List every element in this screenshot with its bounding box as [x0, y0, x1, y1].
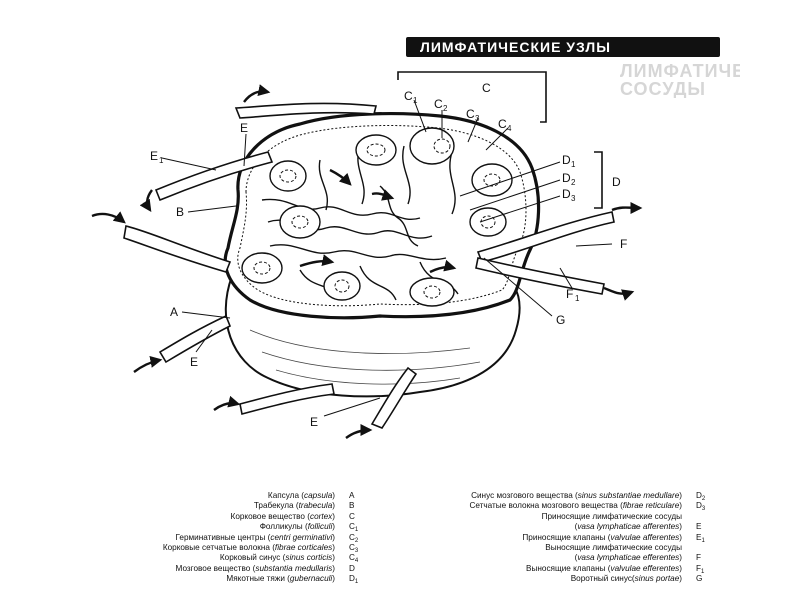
- label-c3: C: [466, 107, 475, 121]
- label-c: C: [482, 81, 491, 95]
- bracket-c: [397, 71, 547, 123]
- legend-row: Корковый синус (sinus corticis) C4: [219, 553, 359, 565]
- subcapsular-sinus: [237, 125, 527, 307]
- legend-row: Мякотные тяжи (gubernaculi) D1: [226, 574, 359, 586]
- label-c4: C: [498, 117, 507, 131]
- label-e1-top: E: [150, 149, 158, 163]
- legend-row: Капсула (capsula) A: [267, 491, 355, 500]
- label-c1-sub: 1: [413, 96, 418, 105]
- faded-heading-line-1: ЛИМФАТИЧЕСКИЕ: [620, 62, 740, 80]
- label-b: B: [176, 205, 184, 219]
- label-e1-top-sub: 1: [159, 156, 164, 165]
- label-e-bottom: E: [310, 415, 318, 429]
- capsule-texture: [249, 329, 481, 385]
- diagram-letters: C C 1 C 2 C 3 C 4 D 1 D 2 D 3 D E E 1 B …: [150, 81, 627, 429]
- title-banner: ЛИМФАТИЧЕСКИЕ УЗЛЫ: [406, 37, 720, 57]
- afferent-vessels: [123, 102, 418, 429]
- faded-heading-line-2: СОСУДЫ: [620, 80, 707, 98]
- leader-lines: [161, 99, 613, 417]
- germinal-centres: [253, 138, 501, 299]
- legend-row: (vasa lymphaticae afferentes) E: [574, 522, 702, 532]
- legend-left: Капсула (capsula) A Трабекула (trabecula…: [110, 491, 373, 585]
- legend-row: Сетчатые волокна мозгового вещества (fib…: [469, 501, 706, 513]
- legend-right: Синус мозгового вещества (sinus substant…: [370, 491, 720, 585]
- label-g: G: [556, 313, 565, 327]
- label-c1: C: [404, 89, 413, 103]
- label-c4-sub: 4: [507, 124, 512, 133]
- label-c3-sub: 3: [475, 114, 480, 123]
- label-f: F: [620, 237, 627, 251]
- label-d3-sub: 3: [571, 194, 576, 203]
- label-e-top: E: [240, 121, 248, 135]
- legend-row: Воротный синус(sinus portae) G: [570, 574, 703, 584]
- faded-background-heading: ЛИМФАТИЧЕСКИЕ СОСУДЫ: [620, 62, 740, 98]
- label-d2-sub: 2: [571, 178, 576, 187]
- label-d1: D: [562, 153, 571, 167]
- label-f1-sub: 1: [575, 294, 580, 303]
- label-c2-sub: 2: [443, 104, 448, 113]
- label-e-left: E: [190, 355, 198, 369]
- legend-row: Приносящие клапаны (valvulae afferentes)…: [522, 532, 705, 544]
- label-d3: D: [562, 187, 571, 201]
- legend-row: Корковое вещество (cortex) C: [230, 511, 355, 521]
- legend-row: Мозговое вещество (substantia medullaris…: [175, 563, 355, 573]
- cortical-follicles: [241, 127, 513, 307]
- label-d: D: [612, 175, 621, 189]
- legend-row: Синус мозгового вещества (sinus substant…: [471, 491, 706, 502]
- legend-row: Корковые сетчатые волокна (fibrae cortic…: [162, 542, 359, 554]
- label-d1-sub: 1: [571, 160, 576, 169]
- legend-row: Приносящие лимфатические сосуды: [541, 511, 682, 521]
- lymph-flow-arrows: [91, 84, 643, 439]
- legend-row: Трабекула (trabecula) B: [253, 501, 355, 511]
- legend-row: Выносящие лимфатические сосуды: [545, 542, 682, 552]
- legend-row: (vasa lymphaticae efferentes) F: [574, 553, 702, 563]
- legend-row: Фолликулы (folliculi) C1: [259, 522, 359, 534]
- label-f1: F: [566, 287, 573, 301]
- efferent-vessels: [475, 211, 615, 295]
- legend-row: Выносящие клапаны (valvulae efferentes) …: [526, 563, 705, 575]
- label-a: A: [170, 305, 178, 319]
- label-d2: D: [562, 171, 571, 185]
- bracket-d: [594, 151, 603, 209]
- label-c2: C: [434, 97, 443, 111]
- legend-row: Герминативные центры (centri germinativi…: [175, 532, 359, 544]
